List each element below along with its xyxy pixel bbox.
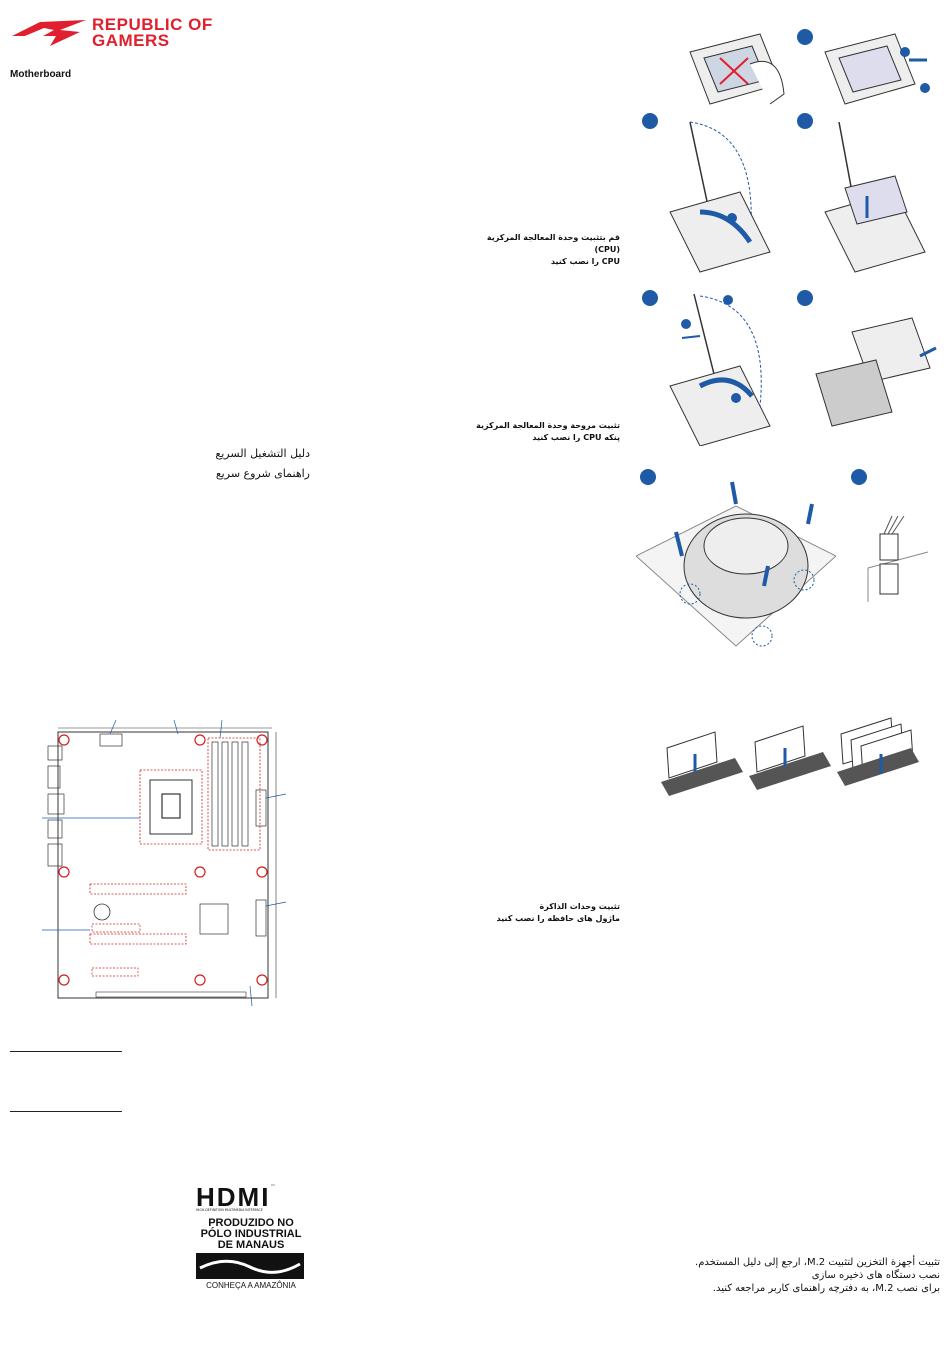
blank-line <box>10 1111 122 1112</box>
hdmi-logo: HDMI™ HIGH-DEFINITION MULTIMEDIA INTERFA… <box>196 1182 276 1212</box>
manaus-caption: CONHEÇA A AMAZÔNIA <box>206 1281 296 1290</box>
blank-line <box>10 1051 122 1052</box>
fan-connector-illustration <box>867 515 929 602</box>
step-number-badge <box>797 113 813 129</box>
cpu-insert-illustration <box>824 121 926 273</box>
motherboard-layout-diagram <box>42 719 287 1006</box>
guide-title-persian: راهنمای شروع سریع <box>215 467 310 480</box>
socket-open-illustration <box>669 121 771 273</box>
socket-lever-illustration <box>824 33 930 105</box>
cpu-fan-install-caption: تثبيت مروحة وحدة المعالجة المركزية پنكه … <box>476 421 620 442</box>
cpu-handling-illustration <box>689 33 785 105</box>
step-number-badge <box>851 469 867 485</box>
step-number-badge <box>642 290 658 306</box>
cpu-cooler-illustration <box>636 481 836 647</box>
guide-title-arabic: دليل التشغيل السريع <box>215 447 310 460</box>
rog-eye-logo <box>12 20 86 46</box>
memory-install-caption: تثبيت وحدات الذاكرة ماژول های حافظه را ن… <box>496 902 620 923</box>
cpu-install-caption: قم بتثبيت وحدة المعالجة المركزية (CPU) C… <box>486 233 620 266</box>
step-number-badge <box>797 290 813 306</box>
step-number-badge <box>642 113 658 129</box>
brand-name: REPUBLIC OF GAMERS <box>92 15 213 50</box>
socket-cover-remove-illustration <box>815 317 937 427</box>
m2-storage-note: تثبيت أجهزة التخزين لتثبيت M.2، ارجع إلى… <box>695 1257 940 1294</box>
memory-install-illustration <box>661 717 919 796</box>
step-number-badge <box>797 29 813 45</box>
manaus-wave-logo <box>196 1253 304 1279</box>
page-subtitle: Motherboard <box>10 69 72 80</box>
manaus-logo-text: PRODUZIDO NO PÓLO INDUSTRIAL DE MANAUS <box>200 1217 302 1251</box>
socket-close-illustration <box>669 293 771 446</box>
step-number-badge <box>640 469 656 485</box>
